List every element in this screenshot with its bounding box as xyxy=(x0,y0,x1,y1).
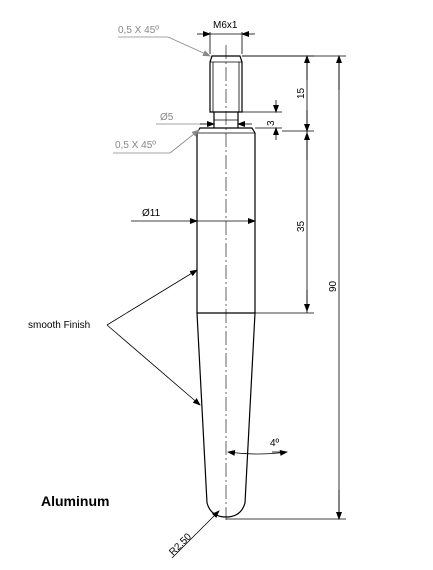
thread-length-label: 15 xyxy=(296,87,307,99)
taper-angle-label: 4º xyxy=(270,438,280,449)
groove-width-dimension: 3 xyxy=(238,100,282,140)
tip-radius-callout: R2.50 xyxy=(167,510,220,559)
chamfer-shoulder-callout: 0,5 X 45º xyxy=(113,129,200,154)
body-diameter-label: Ø11 xyxy=(142,208,161,219)
surface-finish-label: smooth Finish xyxy=(28,320,90,331)
overall-length-label: 90 xyxy=(328,280,339,292)
overall-length-dimension: 90 xyxy=(226,55,346,520)
chamfer-shoulder-label: 0,5 X 45º xyxy=(115,140,156,151)
tip-radius-label: R2.50 xyxy=(167,531,194,558)
tapered-tip xyxy=(196,312,256,518)
chamfer-top-label: 0,5 X 45º xyxy=(118,25,159,36)
groove-diameter-callout: Ø5 xyxy=(156,112,252,127)
chamfer-top-callout: 0,5 X 45º xyxy=(118,25,211,57)
groove-diameter-label: Ø5 xyxy=(160,112,174,123)
thread-length-dimension: 15 xyxy=(242,55,314,132)
groove-width-label: 3 xyxy=(266,120,277,126)
straight-length-label: 35 xyxy=(296,220,307,232)
thread-label: M6x1 xyxy=(213,20,238,31)
taper-angle-dimension: 4º xyxy=(227,438,288,456)
body-diameter-dimension: Ø11 xyxy=(131,208,256,224)
straight-length-dimension: 35 xyxy=(255,131,314,314)
thread-dimension: M6x1 xyxy=(197,20,255,54)
surface-finish-note: smooth Finish xyxy=(28,269,201,406)
material-label: Aluminum xyxy=(41,493,109,509)
thread-section xyxy=(209,55,243,113)
